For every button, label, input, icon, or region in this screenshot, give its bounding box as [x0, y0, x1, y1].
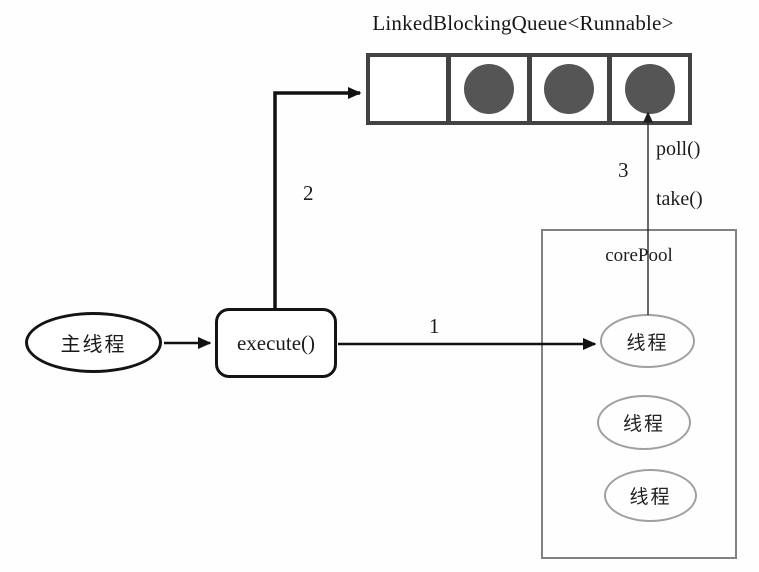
- arrow-label-step1: 1: [429, 314, 440, 338]
- diagram-title: LinkedBlockingQueue<Runnable>: [372, 11, 674, 35]
- task-circle: [463, 64, 514, 114]
- thread-label: 线程: [626, 332, 669, 354]
- thread-ellipse: 线程: [600, 314, 695, 368]
- thread-ellipse: 线程: [597, 395, 691, 450]
- take-label: take(): [656, 188, 703, 210]
- queue-cell: [370, 57, 446, 121]
- thread-ellipse: 线程: [604, 469, 697, 522]
- execute-box: execute(): [215, 308, 337, 378]
- arrow-step2-execute-to-queue: [273, 87, 362, 309]
- execute-label: execute(): [236, 330, 316, 355]
- main-thread-ellipse: 主线程: [25, 312, 162, 373]
- queue-cell: [607, 57, 688, 121]
- queue-cell: [445, 57, 527, 121]
- arrow-label-step2: 2: [303, 181, 314, 205]
- queue-cell: [526, 57, 608, 121]
- poll-label: poll(): [656, 138, 701, 160]
- task-circle: [544, 64, 595, 114]
- task-circle: [625, 64, 676, 114]
- main-thread-label: 主线程: [60, 334, 127, 356]
- core-pool-label: corePool: [605, 245, 673, 266]
- arrow-label-step3: 3: [618, 158, 629, 182]
- queue-box: [366, 53, 692, 125]
- thread-label: 线程: [629, 487, 672, 508]
- thread-label: 线程: [622, 414, 665, 435]
